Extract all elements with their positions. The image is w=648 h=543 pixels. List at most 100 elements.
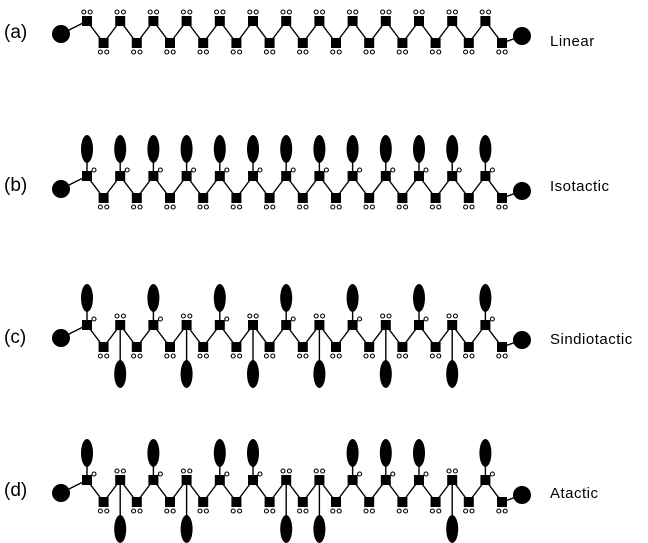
- carbon-atom: [231, 342, 242, 352]
- side-group: [280, 135, 293, 163]
- hydrogen-atom: [247, 9, 253, 15]
- hydrogen-atom: [489, 471, 495, 477]
- carbon-atom: [264, 342, 275, 352]
- carbon-atom: [248, 16, 258, 26]
- hydrogen-atom: [147, 9, 153, 15]
- hydrogen-atom: [336, 204, 342, 210]
- hydrogen-atom: [131, 508, 137, 514]
- hydrogen-atom: [280, 468, 286, 474]
- hydrogen-atom: [191, 167, 197, 173]
- carbon-atom: [380, 320, 391, 330]
- carbon-atom: [397, 497, 408, 507]
- side-group: [81, 135, 93, 163]
- carbon-atom: [463, 193, 474, 203]
- carbon-atom: [231, 193, 242, 203]
- hydrogen-atom: [463, 49, 469, 55]
- hydrogen-atom: [290, 167, 296, 173]
- hydrogen-atom: [290, 316, 296, 322]
- hydrogen-atom: [180, 313, 186, 319]
- hydrogen-atom: [390, 471, 396, 477]
- side-group: [114, 515, 127, 543]
- hydrogen-atom: [390, 167, 396, 173]
- hydrogen-atom: [469, 204, 475, 210]
- hydrogen-atom: [423, 167, 429, 173]
- carbon-atom: [463, 38, 474, 48]
- panel-label: Linear: [550, 33, 595, 50]
- end-group-left: [52, 25, 70, 43]
- hydrogen-atom: [104, 49, 110, 55]
- carbon-atom: [447, 171, 458, 181]
- carbon-atom: [397, 342, 408, 352]
- carbon-atom: [214, 475, 225, 485]
- hydrogen-atom: [446, 9, 452, 15]
- carbon-atom: [82, 16, 92, 26]
- side-group: [247, 439, 259, 467]
- carbon-atom: [248, 320, 258, 330]
- hydrogen-atom: [496, 353, 502, 359]
- side-group: [213, 284, 226, 312]
- carbon-atom: [331, 497, 341, 507]
- hydrogen-atom: [357, 316, 363, 322]
- hydrogen-atom: [413, 9, 419, 15]
- carbon-atom: [364, 193, 375, 203]
- carbon-atom: [414, 320, 424, 330]
- hydrogen-atom: [247, 313, 253, 319]
- hydrogen-atom: [320, 313, 326, 319]
- carbon-atom: [347, 475, 358, 485]
- hydrogen-atom: [137, 508, 143, 514]
- hydrogen-atom: [463, 204, 469, 210]
- hydrogen-atom: [496, 204, 502, 210]
- hydrogen-atom: [303, 508, 309, 514]
- hydrogen-atom: [502, 508, 508, 514]
- hydrogen-atom: [124, 167, 130, 173]
- hydrogen-atom: [270, 508, 276, 514]
- hydrogen-atom: [297, 353, 303, 359]
- hydrogen-atom: [369, 353, 375, 359]
- hydrogen-atom: [346, 9, 352, 15]
- hydrogen-atom: [157, 471, 163, 477]
- carbon-atom: [314, 475, 325, 485]
- panel-label: Isotactic: [550, 178, 610, 195]
- carbon-atom: [480, 171, 491, 181]
- hydrogen-atom: [429, 49, 435, 55]
- carbon-atom: [165, 38, 175, 48]
- side-group: [213, 439, 226, 467]
- carbon-atom: [98, 193, 109, 203]
- hydrogen-atom: [197, 49, 203, 55]
- hydrogen-atom: [187, 313, 193, 319]
- end-group-right: [513, 486, 531, 504]
- hydrogen-atom: [164, 49, 170, 55]
- hydrogen-atom: [469, 353, 475, 359]
- panel-letter: (b): [4, 175, 27, 196]
- carbon-atom: [281, 475, 292, 485]
- side-group: [479, 439, 492, 467]
- hydrogen-atom: [452, 468, 458, 474]
- hydrogen-atom: [91, 316, 97, 322]
- hydrogen-atom: [436, 508, 442, 514]
- carbon-atom: [497, 38, 507, 48]
- hydrogen-atom: [463, 353, 469, 359]
- hydrogen-atom: [157, 167, 163, 173]
- side-group: [446, 135, 459, 163]
- hydrogen-atom: [170, 353, 176, 359]
- side-group: [180, 135, 193, 163]
- hydrogen-atom: [114, 9, 120, 15]
- hydrogen-atom: [114, 313, 120, 319]
- backbone-bond: [60, 478, 523, 504]
- side-group: [247, 360, 259, 388]
- hydrogen-atom: [180, 9, 186, 15]
- hydrogen-atom: [452, 313, 458, 319]
- hydrogen-atom: [469, 508, 475, 514]
- hydrogen-atom: [203, 353, 209, 359]
- side-group: [413, 284, 425, 312]
- carbon-atom: [314, 320, 325, 330]
- panel-syndiotactic: (c) Sindiotactic: [4, 284, 632, 388]
- hydrogen-atom: [496, 49, 502, 55]
- carbon-atom: [214, 16, 225, 26]
- hydrogen-atom: [270, 49, 276, 55]
- hydrogen-atom: [286, 9, 292, 15]
- side-group: [180, 360, 193, 388]
- hydrogen-atom: [164, 204, 170, 210]
- hydrogen-atom: [104, 508, 110, 514]
- hydrogen-atom: [230, 508, 236, 514]
